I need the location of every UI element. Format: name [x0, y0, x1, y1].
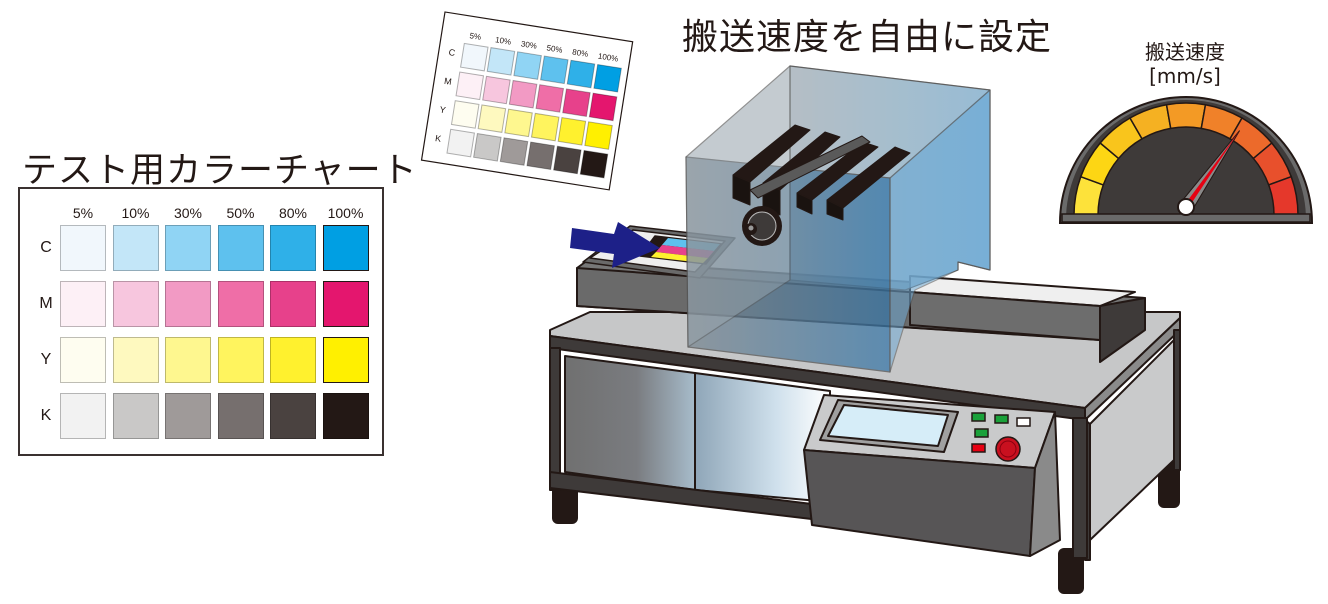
svg-text:5%: 5% [469, 31, 482, 42]
color-swatch [322, 337, 369, 383]
color-swatch [165, 337, 211, 383]
color-swatch [165, 281, 211, 327]
column-label: 50% [226, 205, 255, 221]
green-button-3 [974, 428, 989, 438]
color-swatch [60, 225, 106, 271]
color-swatch [217, 281, 264, 327]
column-label: 10% [121, 205, 150, 221]
svg-text:80%: 80% [572, 47, 589, 58]
green-button-2 [994, 414, 1009, 424]
speed-gauge [1058, 96, 1314, 224]
color-swatch [165, 393, 211, 439]
control-panel [803, 394, 1061, 557]
column-label: 5% [72, 205, 94, 221]
color-swatch [270, 225, 316, 271]
row-label: K [40, 407, 52, 424]
svg-text:10%: 10% [495, 35, 512, 46]
svg-text:C: C [448, 47, 456, 58]
svg-text:M: M [443, 76, 452, 87]
color-swatch [270, 393, 316, 439]
color-swatch [322, 393, 369, 439]
column-label: 80% [278, 205, 308, 221]
glass-enclosure [685, 65, 991, 373]
color-swatch [165, 225, 211, 271]
svg-text:Y: Y [439, 104, 447, 115]
gauge-unit: [mm/s] [1149, 64, 1221, 88]
color-swatch [60, 393, 106, 439]
svg-text:K: K [434, 133, 442, 144]
color-swatch [217, 337, 264, 383]
white-button [1016, 417, 1031, 427]
color-swatch [112, 337, 159, 383]
row-label: Y [40, 351, 52, 368]
color-swatch [217, 393, 264, 439]
color-chart-title: テスト用カラーチャート [22, 151, 418, 191]
color-swatch [112, 225, 159, 271]
main-title: 搬送速度を自由に設定 [682, 17, 1053, 58]
red-button [971, 443, 986, 453]
color-swatch [60, 337, 106, 383]
control-buttons [971, 412, 1031, 462]
green-button-1 [971, 412, 986, 422]
color-swatch [322, 281, 369, 327]
column-label: 30% [173, 205, 203, 221]
row-label: C [40, 239, 52, 256]
svg-text:50%: 50% [546, 43, 563, 54]
gauge-title: 搬送速度 [mm/s] [1120, 40, 1250, 88]
tilted-color-chart: 5% 10% 30% 50% 80% 100% C M Y K [420, 11, 634, 191]
print-heads [732, 124, 911, 221]
gauge-label: 搬送速度 [1145, 40, 1225, 64]
feed-direction-arrow-icon [570, 222, 660, 268]
color-chart: 5% 10% 30% 50% 80% 100% C M Y K [18, 187, 384, 456]
svg-text:30%: 30% [520, 39, 537, 50]
color-swatch [112, 393, 159, 439]
color-swatch [270, 281, 316, 327]
svg-text:100%: 100% [597, 52, 619, 64]
color-swatch [112, 281, 159, 327]
color-swatch [270, 337, 316, 383]
column-label: 100% [327, 205, 364, 221]
roller [742, 206, 782, 246]
row-label: M [39, 295, 53, 312]
color-swatch [322, 225, 369, 271]
color-swatch [217, 225, 264, 271]
touch-screen [827, 404, 949, 447]
table-legs [552, 462, 1180, 594]
color-swatch [60, 281, 106, 327]
